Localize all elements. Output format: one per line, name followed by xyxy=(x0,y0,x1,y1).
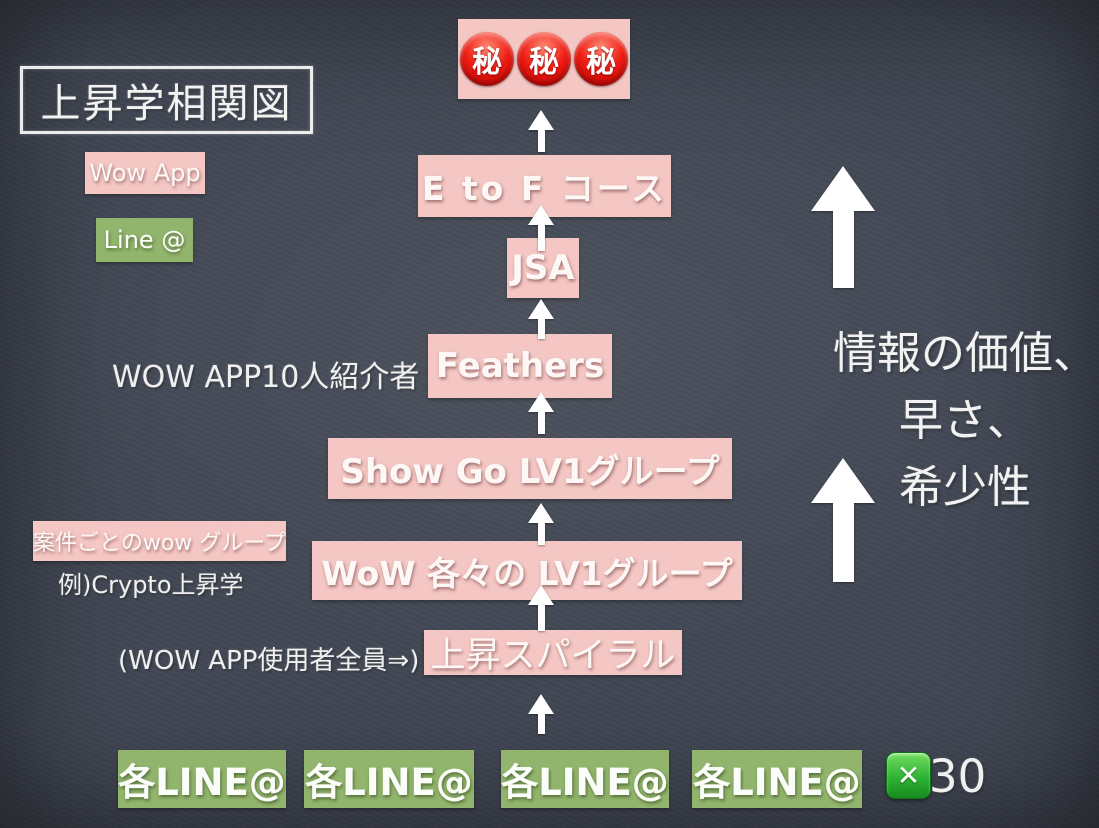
multiplier-value: 30 xyxy=(929,750,987,803)
big-up-arrow-icon xyxy=(811,458,875,582)
node-feathers: Feathers xyxy=(428,334,612,398)
node-wow-each-lv1-group: WoW 各々の LV1グループ xyxy=(312,541,742,600)
value-note-line: 早さ、 xyxy=(899,395,1031,446)
secret-node: 秘 秘 秘 xyxy=(458,19,630,99)
wow-app-chip: Wow App xyxy=(85,152,205,194)
up-arrow-icon xyxy=(527,110,555,152)
node-e-to-f-course: E to F コース xyxy=(418,155,671,217)
secret-badge-icon: 秘 xyxy=(574,32,628,86)
all-users-annotation: (WOW APP使用者全員⇒) xyxy=(118,646,420,676)
line-at-box: 各LINE@ xyxy=(501,750,669,808)
line-at-box: 各LINE@ xyxy=(118,750,286,808)
up-arrow-icon xyxy=(527,585,555,631)
example-annotation: 例)Crypto上昇学 xyxy=(58,571,244,599)
per-project-group-chip: 案件ごとのwow グループ xyxy=(33,521,286,561)
node-show-go-lv1-group: Show Go LV1グループ xyxy=(328,438,732,499)
slide-title-box: 上昇学相関図 xyxy=(20,66,313,134)
referrer-annotation: WOW APP10人紹介者 xyxy=(112,360,420,395)
slide-title: 上昇学相関図 xyxy=(40,81,293,127)
big-up-arrow-icon xyxy=(811,166,875,288)
value-note-line: 希少性 xyxy=(899,462,1031,513)
up-arrow-icon xyxy=(527,299,555,339)
node-jsa: JSA xyxy=(507,238,579,298)
secret-badge-icon: 秘 xyxy=(517,32,571,86)
green-x-icon: ✕ xyxy=(886,752,931,799)
up-arrow-icon xyxy=(527,694,555,734)
value-note: 情報の価値、 早さ、 希少性 xyxy=(820,320,1099,521)
line-at-chip: Line @ xyxy=(96,218,193,262)
secret-badge-icon: 秘 xyxy=(460,32,514,86)
node-rising-spiral: 上昇スパイラル xyxy=(424,630,682,676)
up-arrow-icon xyxy=(527,205,555,251)
value-note-line: 情報の価値、 xyxy=(833,328,1097,379)
up-arrow-icon xyxy=(527,392,555,434)
line-at-box: 各LINE@ xyxy=(692,750,862,808)
up-arrow-icon xyxy=(527,503,555,545)
line-at-box: 各LINE@ xyxy=(304,750,474,808)
